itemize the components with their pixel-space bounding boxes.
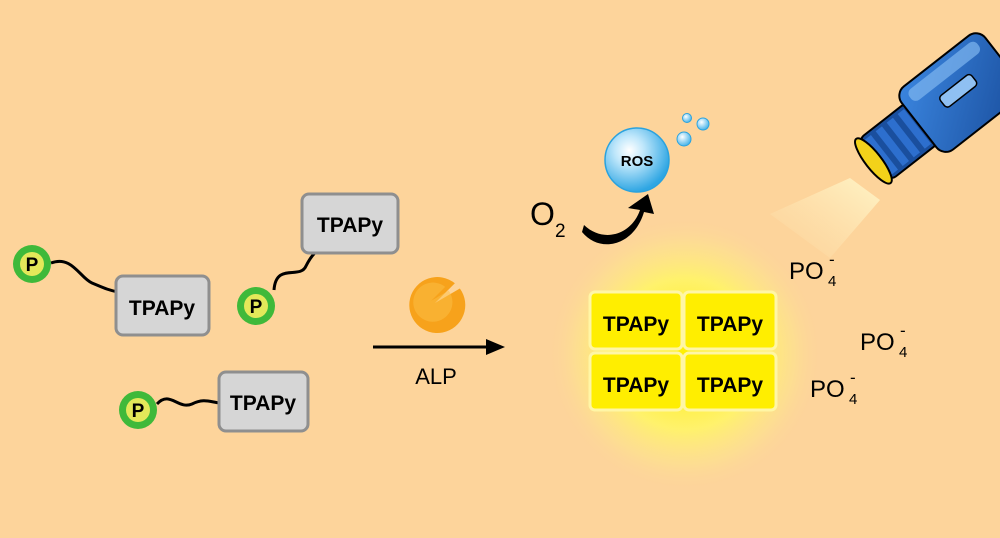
ion-subscript: 4 — [849, 391, 857, 408]
aggregate-cluster: TPAPy TPAPy TPAPy TPAPy — [588, 290, 778, 412]
alp-enzyme-icon — [409, 277, 466, 334]
phosphate-ion-2: PO 4 - — [860, 321, 907, 361]
ion-subscript: 4 — [828, 273, 836, 290]
probe-box — [114, 274, 211, 337]
light-beam — [770, 178, 880, 258]
phosphate-label: P — [250, 297, 263, 318]
ion-charge: - — [829, 250, 835, 269]
small-bubble — [682, 113, 692, 123]
phosphate-ion-1: PO 4 - — [789, 250, 836, 290]
ros-bubble — [604, 127, 670, 193]
ion-formula: PO — [860, 329, 895, 356]
aggregate-label: TPAPy — [697, 374, 763, 397]
enzyme-label: ALP — [415, 364, 457, 389]
ion-formula: PO — [810, 376, 845, 403]
phosphate-badge: P — [119, 391, 157, 429]
probe-box — [217, 370, 310, 433]
linker-chain — [155, 397, 221, 407]
ion-charge: - — [850, 368, 856, 387]
oxygen-subscript: 2 — [555, 221, 566, 242]
probe-molecule-2: TPAPy P — [237, 192, 400, 325]
probe-molecule-1: P TPAPy — [13, 245, 211, 337]
ion-charge: - — [900, 321, 906, 340]
phosphate-badge: P — [237, 287, 275, 325]
probe-box — [300, 192, 400, 255]
aggregate-cell — [682, 290, 778, 351]
small-bubble — [696, 117, 710, 131]
probe-label: TPAPy — [230, 392, 296, 415]
ros-bubble-group: ROS — [604, 113, 710, 193]
phosphate-badge: P — [13, 245, 51, 283]
aggregate-cell — [588, 351, 684, 412]
linker-chain — [272, 248, 320, 291]
ion-formula: PO — [789, 258, 824, 285]
aggregate-label: TPAPy — [697, 313, 763, 336]
reaction-arrow — [373, 339, 505, 355]
aggregate-cell — [682, 351, 778, 412]
flashlight-icon — [854, 32, 1000, 185]
phosphate-label: P — [26, 255, 39, 276]
probe-label: TPAPy — [317, 214, 383, 237]
ion-subscript: 4 — [899, 344, 907, 361]
oxygen-label: O 2 — [530, 196, 566, 242]
small-bubble — [676, 131, 692, 147]
ros-label: ROS — [621, 153, 654, 170]
phosphate-ion-3: PO 4 - — [810, 368, 857, 408]
aggregate-label: TPAPy — [603, 313, 669, 336]
probe-label: TPAPy — [129, 297, 195, 320]
curved-conversion-arrow — [582, 194, 654, 245]
aggregate-cell — [588, 290, 684, 351]
oxygen-symbol: O — [530, 196, 555, 232]
phosphate-label: P — [132, 401, 145, 422]
probe-molecule-3: P TPAPy — [119, 370, 310, 433]
linker-chain — [50, 259, 119, 294]
aggregate-label: TPAPy — [603, 374, 669, 397]
